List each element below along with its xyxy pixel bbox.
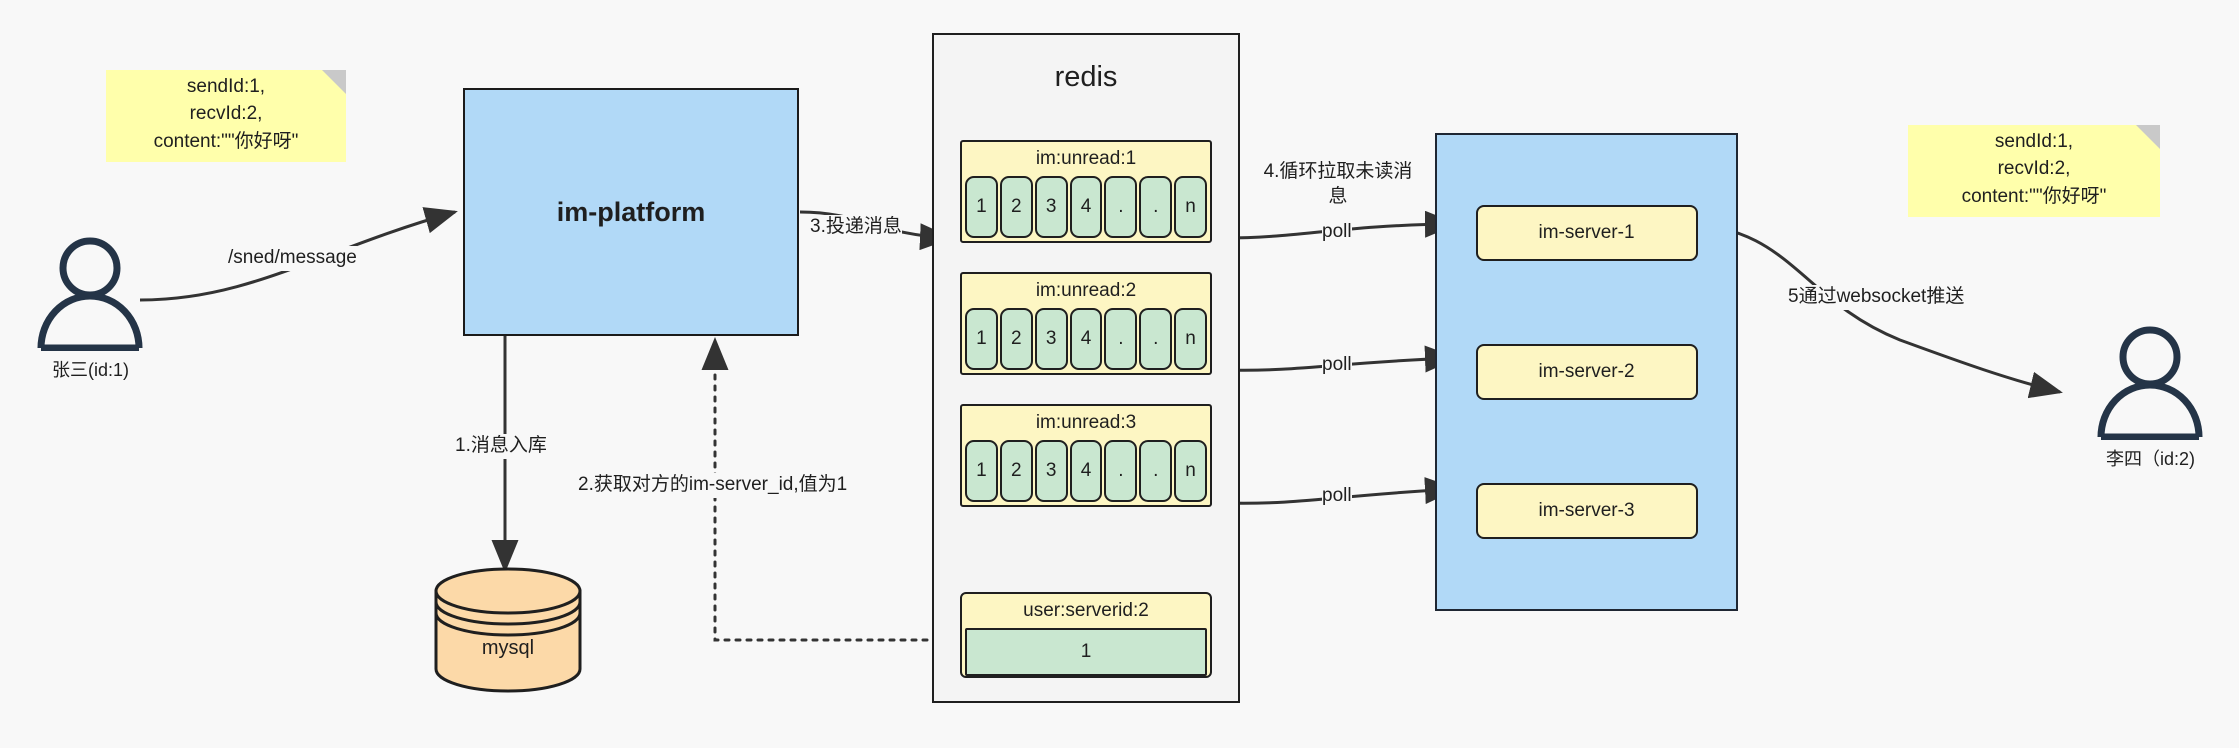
redis-key-user-serverid-2[interactable]: user:serverid:2 1: [960, 592, 1212, 678]
im-platform-box[interactable]: im-platform: [463, 88, 799, 336]
edge-get-server-id-label: 2.获取对方的im-server_id,值为1: [578, 473, 848, 498]
edge-poll-2-label: poll: [1322, 353, 1352, 378]
im-server-3-label: im-server-3: [1538, 500, 1635, 522]
mysql-database[interactable]: mysql: [428, 565, 588, 695]
redis-cell: 2: [999, 440, 1033, 502]
redis-cell: .: [1139, 176, 1173, 238]
database-cylinder-icon: [434, 567, 582, 693]
im-server-1[interactable]: im-server-1: [1475, 204, 1698, 261]
redis-cell: 1: [965, 308, 998, 370]
redis-key-label: user:serverid:2: [1023, 600, 1149, 621]
user-icon: [2097, 326, 2203, 441]
edge-deliver-message-label: 3.投递消息: [810, 215, 902, 240]
redis-key-im-unread-1[interactable]: im:unread:1 1 2 3 4 . . n: [960, 140, 1212, 243]
actor-sender-label: 张三(id:1): [51, 360, 129, 380]
redis-cells: 1 2 3 4 . . n: [962, 440, 1210, 505]
redis-key-im-unread-3[interactable]: im:unread:3 1 2 3 4 . . n: [960, 404, 1212, 507]
redis-title: redis: [1054, 61, 1118, 93]
redis-cell: .: [1104, 176, 1138, 238]
note-left: sendId:1, recvId:2, content:""你好呀": [106, 70, 346, 162]
redis-cell: .: [1104, 440, 1138, 502]
im-server-3[interactable]: im-server-3: [1475, 483, 1698, 540]
redis-cell: .: [1139, 308, 1173, 370]
redis-cells: 1 2 3 4 . . n: [962, 176, 1210, 241]
redis-cell: 2: [999, 308, 1033, 370]
im-server-2-label: im-server-2: [1538, 360, 1635, 382]
redis-cell: 3: [1034, 440, 1068, 502]
note-right: sendId:1, recvId:2, content:""你好呀": [1908, 125, 2160, 217]
im-platform-label: im-platform: [556, 196, 706, 227]
edge-poll-3-label: poll: [1322, 484, 1352, 509]
redis-cell: 3: [1034, 176, 1068, 238]
redis-cell: 1: [965, 176, 998, 238]
redis-key-label: im:unread:2: [1035, 280, 1137, 301]
actor-receiver: 李四（id:2): [2088, 325, 2213, 469]
im-server-1-label: im-server-1: [1538, 221, 1635, 243]
edge-websocket-push-label: 5通过websocket推送: [1788, 285, 1965, 310]
mysql-label: mysql: [481, 637, 535, 659]
actor-receiver-label: 李四（id:2): [2105, 449, 2195, 469]
redis-cell: 4: [1069, 176, 1103, 238]
redis-cell: 1: [965, 440, 998, 502]
edge-store-message-label: 1.消息入库: [455, 434, 547, 459]
redis-key-label: im:unread:1: [1035, 148, 1137, 169]
redis-cell: 2: [999, 176, 1033, 238]
redis-cell: 4: [1069, 308, 1103, 370]
redis-cells: 1 2 3 4 . . n: [962, 308, 1210, 373]
im-server-2[interactable]: im-server-2: [1475, 343, 1698, 400]
redis-value: 1: [965, 628, 1207, 676]
note-right-text: sendId:1, recvId:2, content:""你好呀": [1961, 130, 2107, 207]
redis-cell: n: [1174, 440, 1208, 502]
redis-cell: 3: [1034, 308, 1068, 370]
edge-poll-unread-label: 4.循环拉取未读消 息: [1258, 160, 1418, 210]
redis-cell: n: [1174, 308, 1208, 370]
redis-key-label: im:unread:3: [1035, 412, 1137, 433]
note-fold-icon: [2136, 125, 2160, 149]
note-left-text: sendId:1, recvId:2, content:""你好呀": [153, 75, 299, 152]
redis-cell: 4: [1069, 440, 1103, 502]
actor-sender: 张三(id:1): [28, 236, 153, 380]
redis-cell: .: [1104, 308, 1138, 370]
redis-cell: n: [1174, 176, 1208, 238]
note-fold-icon: [322, 70, 346, 94]
edge-poll-1-label: poll: [1322, 220, 1352, 245]
user-icon: [37, 237, 143, 352]
im-servers-container: im-server-1 im-server-2 im-server-3: [1435, 133, 1738, 611]
redis-key-im-unread-2[interactable]: im:unread:2 1 2 3 4 . . n: [960, 272, 1212, 375]
edge-send-message-label: /sned/message: [228, 246, 357, 271]
redis-cell: .: [1139, 440, 1173, 502]
